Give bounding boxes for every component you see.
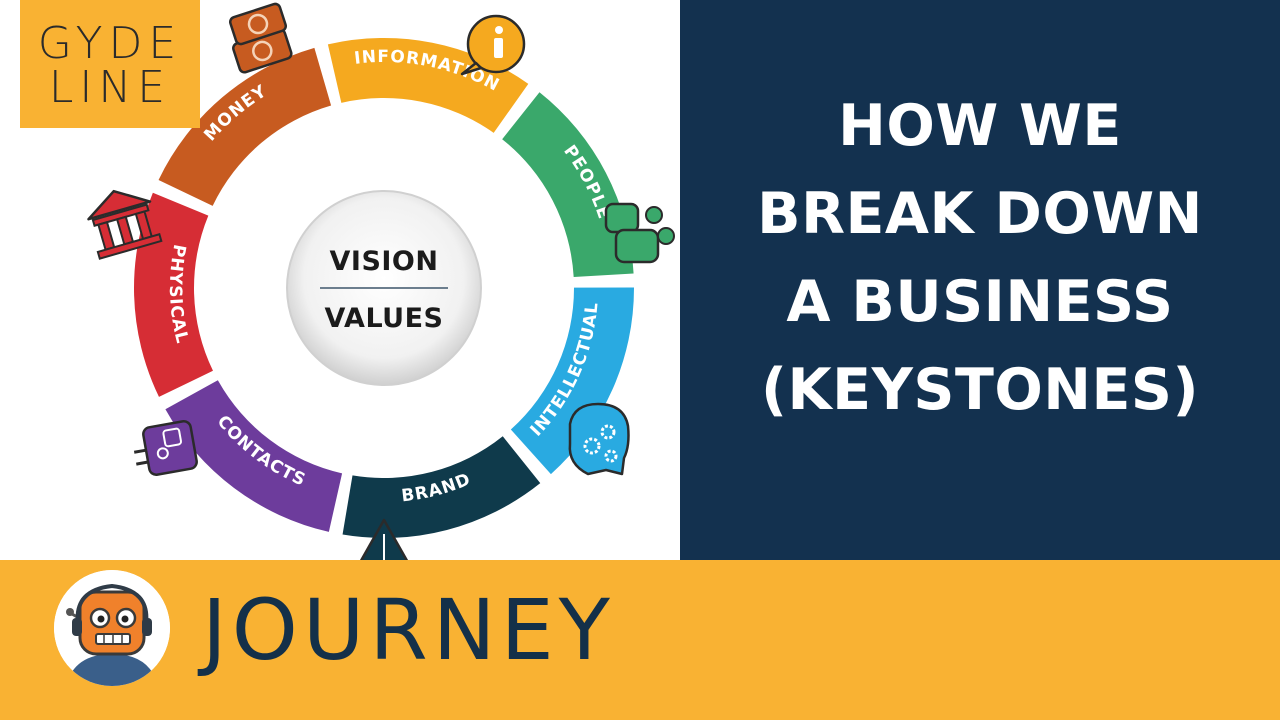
triangle-icon xyxy=(359,518,409,560)
logo-line-1: GYDE xyxy=(37,18,183,69)
contacts-icon xyxy=(133,420,198,476)
footer-bar xyxy=(0,560,1280,720)
building-icon xyxy=(87,189,163,260)
title-line-1: HOW WE xyxy=(838,93,1122,159)
center-top-text: VISION xyxy=(330,246,439,277)
title-text: HOW WE BREAK DOWN A BUSINESS (KEYSTONES) xyxy=(680,82,1280,434)
people-icon xyxy=(604,202,675,264)
segment-money xyxy=(158,47,332,206)
segment-people xyxy=(502,92,634,278)
info-icon xyxy=(460,14,526,76)
segment-brand xyxy=(342,436,541,539)
robot-avatar xyxy=(54,570,170,686)
title-panel: HOW WE BREAK DOWN A BUSINESS (KEYSTONES) xyxy=(680,0,1280,560)
segment-intellectual xyxy=(510,287,634,475)
logo-line-2: LINE xyxy=(48,62,172,113)
diagram-area: MONEY INFORMATION PEOPLE INTELLECTUAL BR… xyxy=(0,0,680,560)
gears-icon xyxy=(568,402,630,476)
money-icon xyxy=(228,2,293,74)
title-line-3: A BUSINESS xyxy=(786,269,1174,335)
keystones-wheel: MONEY INFORMATION PEOPLE INTELLECTUAL BR… xyxy=(87,2,675,560)
segment-contacts xyxy=(165,380,343,532)
title-line-2: BREAK DOWN xyxy=(757,181,1203,247)
center-bottom-text: VALUES xyxy=(324,303,443,334)
footer-journey-label: JOURNEY xyxy=(202,581,615,679)
gydeline-logo: GYDE LINE xyxy=(20,0,200,128)
title-line-4: (KEYSTONES) xyxy=(760,357,1200,423)
